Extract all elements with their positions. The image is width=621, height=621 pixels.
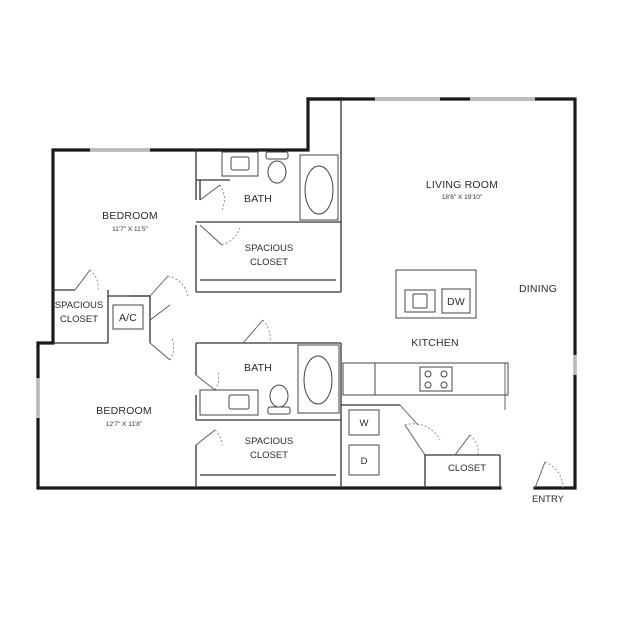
closet-top-label-line2: CLOSET [250,257,288,268]
dishwasher-label: DW [447,296,465,308]
washer-label: W [360,418,369,429]
bottom-bath-fixtures [199,344,340,416]
washer-box [348,409,380,436]
closet-top-label-line1: SPACIOUS [245,243,293,254]
closet-left-label-line2: CLOSET [60,314,98,325]
living-room-label: LIVING ROOM [426,179,498,191]
interior-walls [53,99,501,488]
closet-entry-label: CLOSET [448,463,486,474]
ac-label: A/C [119,312,137,324]
kitchen-fixtures [342,269,509,410]
bath-bottom-label: BATH [244,362,272,374]
dryer-box [348,444,380,476]
doors [74,184,564,489]
kitchen-label: KITCHEN [411,337,459,349]
closet-left-label-line1: SPACIOUS [55,300,103,311]
bedroom-bottom-label: BEDROOM [96,405,152,417]
bedroom-top-dimensions: 11'7" X 11'5" [112,226,148,233]
dining-label: DINING [519,283,557,295]
windows [36,97,577,418]
bedroom-top-label: BEDROOM [102,210,158,222]
exterior-walls [36,97,577,490]
entry-label: ENTRY [532,494,565,505]
living-room-dimensions: 18'6" X 19'10" [442,194,483,201]
top-bath-fixtures [221,151,339,221]
bath-top-label: BATH [244,193,272,205]
dishwasher-box [441,288,471,314]
closet-bottom-label-line2: CLOSET [250,450,288,461]
closet-bottom-label-line1: SPACIOUS [245,436,293,447]
ac-unit-box [112,304,144,330]
dryer-label: D [361,456,368,467]
bedroom-bottom-dimensions: 12'7" X 11'8" [106,421,143,428]
